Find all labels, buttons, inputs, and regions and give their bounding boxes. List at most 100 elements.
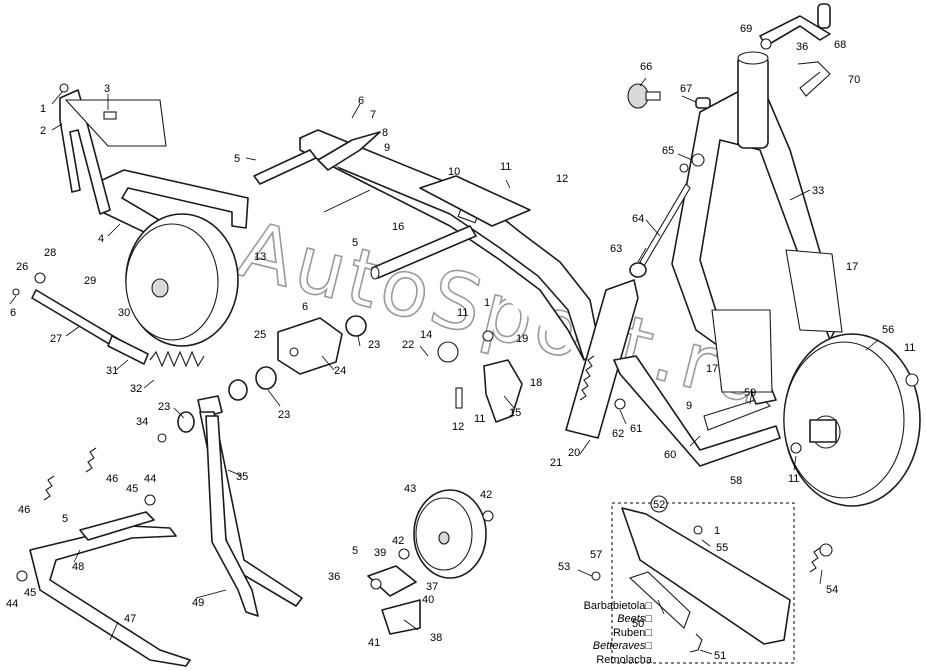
- knob-assembly: [627, 83, 711, 278]
- callout-50: 50: [632, 618, 644, 630]
- callout-11: 11: [788, 473, 799, 485]
- callout-25: 25: [254, 329, 266, 341]
- callout-53: 53: [558, 561, 570, 573]
- callout-28: 28: [44, 247, 56, 259]
- callout-2: 2: [40, 125, 46, 137]
- callout-52-circle: [650, 495, 668, 513]
- callout-15: 15: [509, 407, 521, 419]
- axle-top: [253, 131, 381, 213]
- callout-48: 48: [72, 561, 84, 573]
- lever: [205, 415, 259, 617]
- callout-1: 1: [484, 297, 490, 309]
- callout-31: 31: [106, 365, 118, 377]
- callout-11: 11: [904, 342, 915, 354]
- callout-61: 61: [630, 423, 642, 435]
- callout-54: 54: [826, 584, 838, 596]
- callout-41: 41: [368, 637, 380, 649]
- callout-65: 65: [662, 145, 674, 157]
- callout-1: 1: [40, 103, 46, 115]
- callout-60: 60: [664, 449, 676, 461]
- callout-34: 34: [136, 416, 148, 428]
- axle-center: [370, 225, 477, 280]
- callout-9: 9: [686, 400, 692, 412]
- callout-58: 58: [730, 475, 742, 487]
- callout-43: 43: [404, 483, 416, 495]
- callout-14: 14: [420, 329, 432, 341]
- callout-69: 69: [740, 23, 752, 35]
- bushings: [157, 315, 367, 443]
- callout-5: 5: [62, 513, 68, 525]
- callout-36: 36: [328, 571, 340, 583]
- callout-11: 11: [474, 413, 485, 425]
- beet-kit-box: [591, 502, 833, 664]
- callout-57: 57: [590, 549, 602, 561]
- callout-12: 12: [452, 421, 464, 433]
- small-wheel: [398, 489, 494, 579]
- callout-40: 40: [422, 594, 434, 606]
- callout-labels: 1 2 3 4 5 5 5 5 6 6 7 8 9 9 10 11 11 11 …: [6, 23, 915, 662]
- callout-37: 37: [426, 581, 438, 593]
- crank-handle: [759, 3, 831, 50]
- left-wheel: [125, 213, 239, 347]
- callout-45: 45: [24, 587, 36, 599]
- callout-19: 19: [516, 333, 528, 345]
- callout-11: 11: [500, 161, 511, 173]
- callout-8: 8: [382, 127, 388, 139]
- callout-6: 6: [302, 301, 308, 313]
- lower-frame: [16, 447, 191, 667]
- legend-line: Beets□: [617, 613, 652, 626]
- callout-68: 68: [834, 39, 846, 51]
- callout-12: 12: [556, 173, 568, 185]
- right-wheel: [783, 333, 921, 507]
- callout-5: 5: [352, 237, 358, 249]
- legend-line: Remolacha: [596, 653, 652, 666]
- callout-55: 55: [716, 542, 728, 554]
- callout-6: 6: [10, 307, 16, 319]
- callout-36: 36: [796, 41, 808, 53]
- callout-45: 45: [126, 483, 138, 495]
- callout-16: 16: [392, 221, 404, 233]
- bracket-60: [613, 355, 781, 467]
- callout-21: 21: [550, 457, 562, 469]
- callout-70: 70: [848, 74, 860, 86]
- callout-26: 26: [16, 261, 28, 273]
- callout-51: 51: [714, 650, 726, 662]
- callout-39: 39: [374, 547, 386, 559]
- callout-56: 56: [882, 324, 894, 336]
- vertical-frame: [671, 51, 843, 405]
- callout-24: 24: [334, 365, 346, 377]
- callout-1: 1: [714, 525, 720, 537]
- callout-62: 62: [612, 428, 624, 440]
- callout-38: 38: [430, 632, 442, 644]
- callout-18: 18: [530, 377, 542, 389]
- callout-44: 44: [6, 598, 18, 610]
- callout-23: 23: [278, 409, 290, 421]
- callout-32: 32: [130, 383, 142, 395]
- callout-4: 4: [98, 233, 104, 245]
- legend-line: Betteraves□: [592, 640, 652, 653]
- callout-10: 10: [448, 166, 460, 178]
- callout-23: 23: [158, 401, 170, 413]
- callout-23: 23: [368, 339, 380, 351]
- callout-22: 22: [402, 339, 414, 351]
- callout-5: 5: [234, 153, 240, 165]
- callout-27: 27: [50, 333, 62, 345]
- bracket-38: [367, 565, 421, 635]
- callout-5: 5: [352, 545, 358, 557]
- callout-13: 13: [254, 251, 266, 263]
- callout-30: 30: [118, 307, 130, 319]
- callout-20: 20: [568, 447, 580, 459]
- callout-6: 6: [358, 95, 364, 107]
- callout-67: 67: [680, 83, 692, 95]
- callout-44: 44: [144, 473, 156, 485]
- callout-11: 11: [457, 307, 468, 319]
- spring-clip: [797, 61, 831, 97]
- callout-52: 52: [653, 499, 665, 511]
- callout-29: 29: [84, 275, 96, 287]
- callout-46: 46: [18, 504, 30, 516]
- callout-47: 47: [124, 613, 136, 625]
- callout-7: 7: [370, 109, 376, 121]
- callout-49: 49: [192, 597, 204, 609]
- callout-17: 17: [846, 261, 858, 273]
